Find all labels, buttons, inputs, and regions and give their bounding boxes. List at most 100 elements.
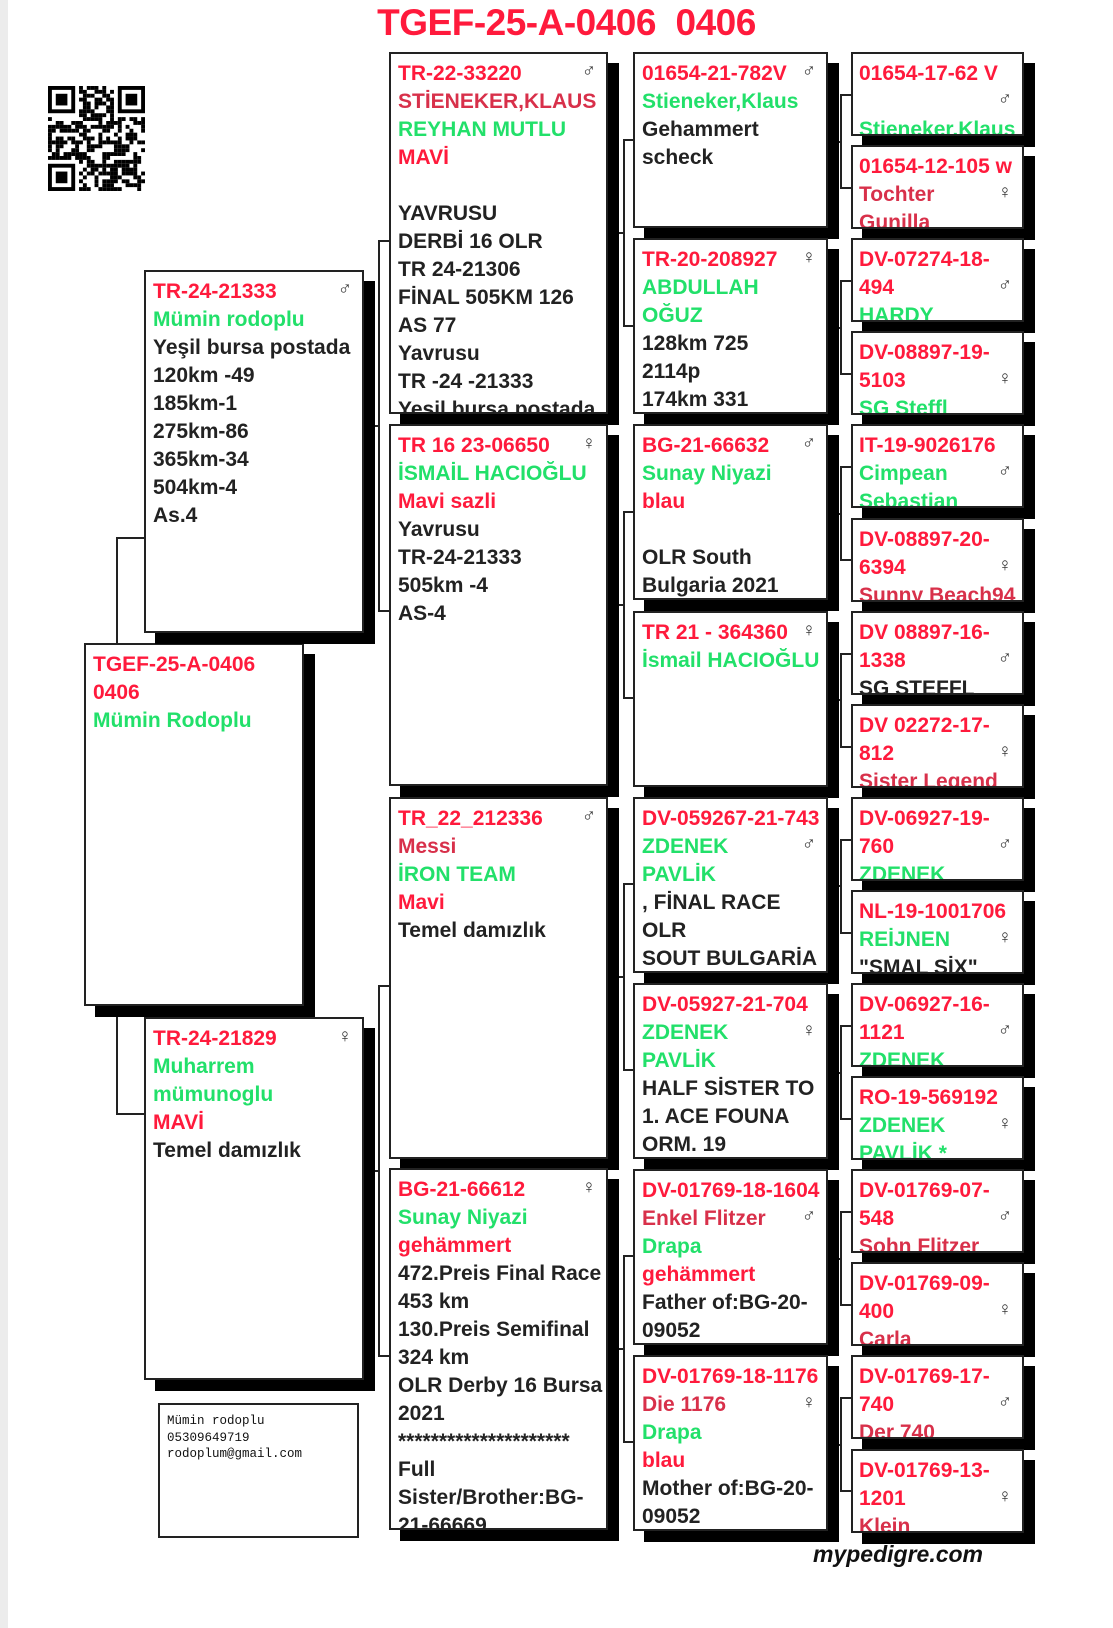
connector-line — [623, 511, 633, 513]
ring-number: DV-01769-18-1176 — [642, 1365, 819, 1389]
contact-phone: 05309649719 — [167, 1430, 250, 1445]
connector-line — [840, 1211, 842, 1305]
connector-line — [840, 931, 851, 934]
card-line: 128km 725 — [642, 332, 749, 356]
connector-line — [623, 1255, 625, 1441]
male-icon: ♂ — [581, 61, 596, 82]
card-line: Mother of:BG-20- — [642, 1477, 814, 1501]
connector-line — [623, 883, 625, 1069]
connector-line — [623, 139, 633, 141]
card-line: Yeşil bursa postada — [153, 336, 351, 359]
card-line: blau — [642, 1449, 686, 1473]
connector-line — [840, 280, 851, 283]
connector-line — [378, 610, 389, 612]
female-icon: ♀ — [997, 368, 1012, 390]
card-line: Yavrusu — [398, 518, 480, 541]
connector-line — [836, 699, 841, 702]
card-line: PAVLİK — [642, 1049, 716, 1072]
card-line: 1. ACE FOUNA — [642, 1105, 790, 1128]
card-line: ********************* — [398, 1430, 570, 1453]
ring-number: TR_22_212336 — [398, 807, 543, 830]
ring-number: DV-01769-18-1604 — [642, 1179, 820, 1203]
card-line: Temel damızlık — [398, 919, 546, 942]
card-line: REİJNEN — [859, 927, 951, 951]
card-line: Mavi — [398, 891, 445, 914]
card-line: Stieneker,Klaus — [642, 90, 799, 113]
card-line: HALF SİSTER TO — [642, 1077, 815, 1100]
female-icon: ♀ — [997, 1113, 1012, 1135]
card-line: MAVİ — [398, 146, 449, 169]
card-line: 09052 — [642, 1505, 701, 1529]
connector-line — [840, 838, 842, 932]
card-line: İSMAİL HACIOĞLU — [398, 462, 587, 485]
card-line: 21-66669 — [398, 1514, 487, 1530]
card-line: Sebastian — [859, 490, 959, 509]
card-line: 130.Preis Semifinal — [398, 1318, 590, 1341]
male-icon: ♂ — [801, 1206, 816, 1228]
connector-line — [840, 187, 851, 189]
card-line: Die 1176 — [642, 1393, 727, 1417]
male-icon: ♂ — [337, 279, 352, 300]
connector-line — [623, 139, 625, 325]
card-line: Carla — [859, 1328, 912, 1347]
card-line: 472.Preis Final Race — [398, 1262, 602, 1285]
card-line: mümunoglu — [153, 1083, 274, 1106]
connector-line — [836, 885, 841, 888]
ring-number: DV 02272-17- — [859, 713, 990, 737]
connector-line — [623, 1255, 633, 1257]
card-line: Sunay Niyazi — [642, 462, 772, 486]
ring-number: TR-24-21829 — [153, 1027, 277, 1050]
connector-line — [116, 1113, 144, 1115]
female-icon: ♀ — [997, 182, 1012, 204]
card-line: REYHAN MUTLU — [398, 118, 566, 141]
card-line: 1121 — [859, 1021, 905, 1044]
card-line: ABDULLAH — [642, 276, 759, 300]
connector-line — [836, 1257, 841, 1260]
card-line: FİNAL 505KM 126 — [398, 286, 574, 309]
card-line: gehämmert — [642, 1263, 756, 1287]
card-line: Mümin rodoplu — [153, 308, 305, 331]
contact-box: Mümin rodoplu 05309649719 rodoplum@gmail… — [158, 1403, 359, 1538]
card-line: TR -24 -21333 — [398, 370, 534, 393]
connector-line — [623, 511, 625, 697]
card-line: Drapa — [642, 1421, 702, 1445]
card-line: As.4 — [153, 504, 198, 527]
brand-footer[interactable]: mypedigre.com — [813, 1541, 983, 1567]
card-line: ORM. 19 — [642, 1133, 727, 1156]
connector-line — [840, 373, 851, 376]
card-line: Sunay Niyazi — [398, 1206, 528, 1229]
card-line: Sister Legend — [859, 769, 998, 788]
card-line: Full — [398, 1458, 436, 1481]
